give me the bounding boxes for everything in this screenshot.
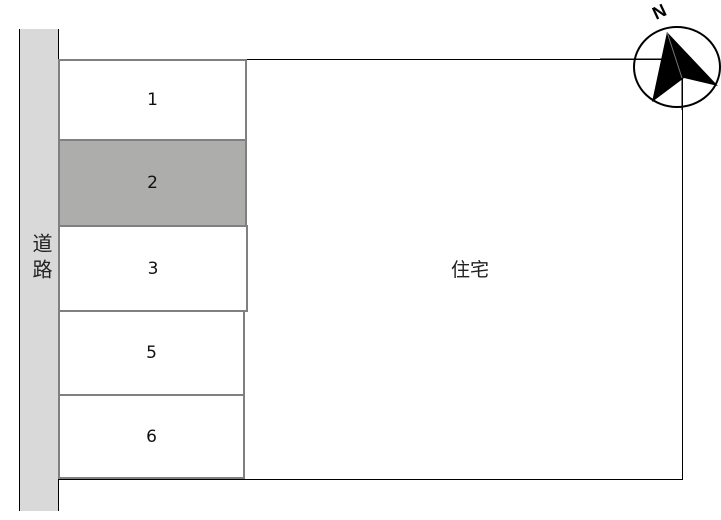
lot-6: 6 — [58, 394, 245, 479]
lot-label: 5 — [146, 343, 157, 363]
road-label: 道路 — [29, 233, 53, 285]
north-arrow-icon: N — [600, 0, 721, 110]
lot-label: 6 — [146, 426, 157, 447]
north-label: N — [649, 0, 669, 24]
lot-label: 2 — [147, 173, 158, 193]
lot-5: 5 — [58, 310, 245, 396]
lot-label: 1 — [147, 90, 158, 110]
lot-1: 1 — [58, 59, 247, 141]
lot-label: 3 — [147, 258, 159, 279]
lot-3: 3 — [58, 225, 248, 312]
lot-2: 2 — [58, 139, 247, 227]
house-label: 住宅 — [450, 259, 489, 281]
